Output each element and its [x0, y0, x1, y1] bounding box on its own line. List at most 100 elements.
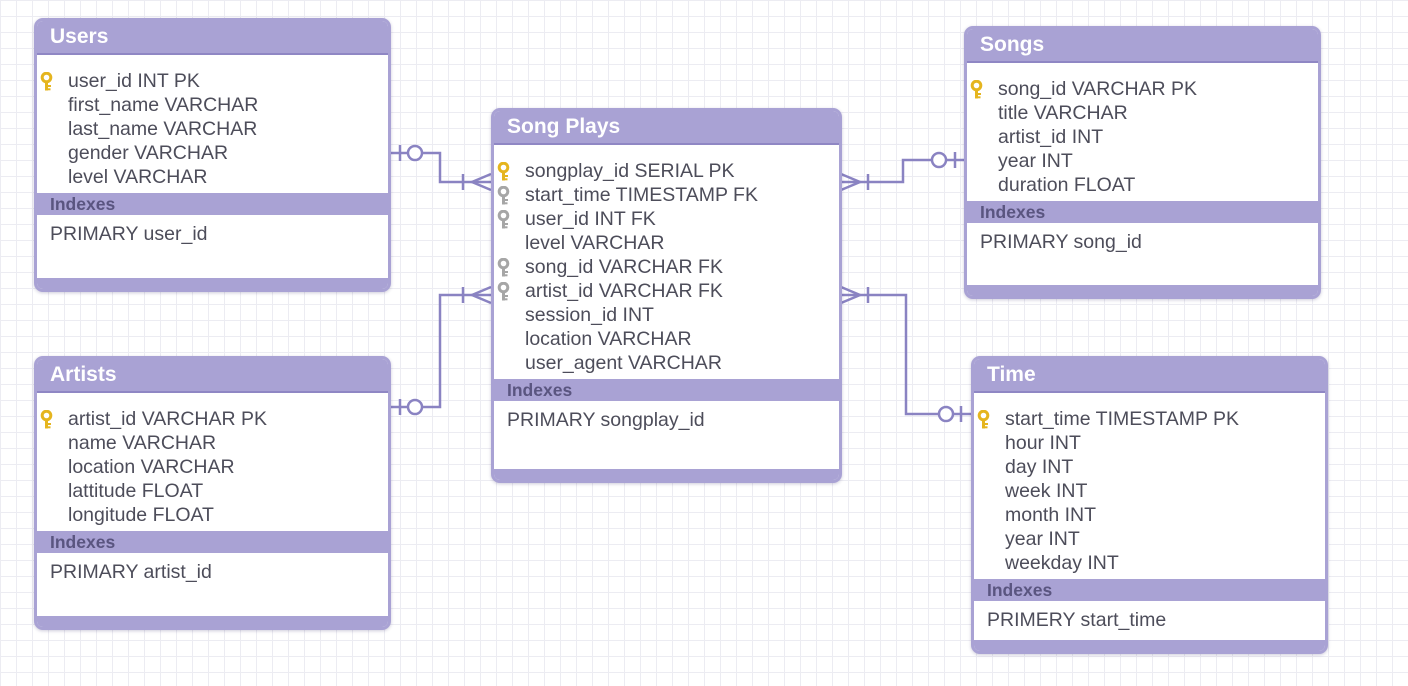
column-row[interactable]: start_time TIMESTAMP FK: [494, 183, 839, 207]
column-text: session_id INT: [525, 304, 654, 326]
column-text: hour INT: [1005, 432, 1081, 454]
index-row[interactable]: PRIMERY start_time: [987, 609, 1167, 631]
column-text: level VARCHAR: [525, 232, 665, 254]
column-row[interactable]: session_id INT: [494, 303, 839, 327]
table-title: Songs: [967, 29, 1318, 63]
column-text: day INT: [1005, 456, 1074, 478]
primary-key-icon: [970, 79, 983, 100]
column-text: longitude FLOAT: [68, 504, 214, 526]
column-row[interactable]: last_name VARCHAR: [37, 117, 388, 141]
primary-key-icon: [40, 409, 53, 430]
relationship-artists-songplays[interactable]: [391, 285, 492, 416]
column-text: artist_id VARCHAR FK: [525, 280, 723, 302]
column-text: user_agent VARCHAR: [525, 352, 722, 374]
indexes-header: Indexes: [974, 579, 1325, 601]
index-row[interactable]: PRIMARY user_id: [50, 223, 208, 245]
column-row[interactable]: start_time TIMESTAMP PK: [974, 407, 1325, 431]
column-text: title VARCHAR: [998, 102, 1128, 124]
column-row[interactable]: duration FLOAT: [967, 173, 1318, 197]
foreign-key-icon: [497, 209, 510, 230]
column-text: lattitude FLOAT: [68, 480, 204, 502]
relationship-songs-songplays[interactable]: [840, 151, 964, 192]
indexes-header: Indexes: [37, 531, 388, 553]
column-row[interactable]: gender VARCHAR: [37, 141, 388, 165]
column-text: song_id VARCHAR FK: [525, 256, 723, 278]
column-text: level VARCHAR: [68, 166, 208, 188]
column-row[interactable]: artist_id VARCHAR PK: [37, 407, 388, 431]
relationship-time-songplays[interactable]: [840, 285, 971, 423]
column-text: start_time TIMESTAMP PK: [1005, 408, 1240, 430]
column-text: year INT: [1005, 528, 1080, 550]
column-row[interactable]: year INT: [974, 527, 1325, 551]
column-text: first_name VARCHAR: [68, 94, 259, 116]
column-row[interactable]: week INT: [974, 479, 1325, 503]
index-row[interactable]: PRIMARY songplay_id: [507, 409, 705, 431]
foreign-key-icon: [497, 257, 510, 278]
table-title: Time: [974, 359, 1325, 393]
column-row[interactable]: song_id VARCHAR FK: [494, 255, 839, 279]
column-row[interactable]: first_name VARCHAR: [37, 93, 388, 117]
column-text: gender VARCHAR: [68, 142, 229, 164]
table-footer: [494, 469, 839, 480]
column-text: month INT: [1005, 504, 1097, 526]
column-row[interactable]: weekday INT: [974, 551, 1325, 575]
primary-key-icon: [497, 161, 510, 182]
indexes-header: Indexes: [37, 193, 388, 215]
column-text: week INT: [1005, 480, 1088, 502]
column-row[interactable]: user_id INT FK: [494, 207, 839, 231]
column-row[interactable]: location VARCHAR: [37, 455, 388, 479]
table-title: Users: [37, 21, 388, 55]
column-row[interactable]: level VARCHAR: [494, 231, 839, 255]
column-text: user_id INT PK: [68, 70, 200, 92]
column-row[interactable]: title VARCHAR: [967, 101, 1318, 125]
column-text: location VARCHAR: [525, 328, 692, 350]
column-text: songplay_id SERIAL PK: [525, 160, 735, 182]
column-row[interactable]: user_id INT PK: [37, 69, 388, 93]
column-text: last_name VARCHAR: [68, 118, 258, 140]
column-text: weekday INT: [1005, 552, 1119, 574]
column-row[interactable]: year INT: [967, 149, 1318, 173]
column-row[interactable]: location VARCHAR: [494, 327, 839, 351]
column-row[interactable]: artist_id INT: [967, 125, 1318, 149]
column-row[interactable]: artist_id VARCHAR FK: [494, 279, 839, 303]
column-row[interactable]: level VARCHAR: [37, 165, 388, 189]
primary-key-icon: [40, 71, 53, 92]
table-footer: [974, 640, 1325, 651]
relationship-users-songplays[interactable]: [391, 144, 492, 192]
column-row[interactable]: name VARCHAR: [37, 431, 388, 455]
table-footer: [37, 616, 388, 627]
table-footer: [967, 285, 1318, 296]
column-text: year INT: [998, 150, 1073, 172]
column-text: name VARCHAR: [68, 432, 217, 454]
column-text: location VARCHAR: [68, 456, 235, 478]
column-text: start_time TIMESTAMP FK: [525, 184, 758, 206]
column-row[interactable]: song_id VARCHAR PK: [967, 77, 1318, 101]
foreign-key-icon: [497, 281, 510, 302]
column-row[interactable]: songplay_id SERIAL PK: [494, 159, 839, 183]
index-row[interactable]: PRIMARY song_id: [980, 231, 1142, 253]
column-text: user_id INT FK: [525, 208, 656, 230]
indexes-header: Indexes: [494, 379, 839, 401]
index-row[interactable]: PRIMARY artist_id: [50, 561, 212, 583]
column-text: artist_id VARCHAR PK: [68, 408, 268, 430]
table-footer: [37, 278, 388, 289]
foreign-key-icon: [497, 185, 510, 206]
column-text: duration FLOAT: [998, 174, 1136, 196]
column-row[interactable]: longitude FLOAT: [37, 503, 388, 527]
table-title: Artists: [37, 359, 388, 393]
column-text: artist_id INT: [998, 126, 1104, 148]
table-title: Song Plays: [494, 111, 839, 145]
column-row[interactable]: month INT: [974, 503, 1325, 527]
column-text: song_id VARCHAR PK: [998, 78, 1198, 100]
column-row[interactable]: user_agent VARCHAR: [494, 351, 839, 375]
column-row[interactable]: day INT: [974, 455, 1325, 479]
column-row[interactable]: lattitude FLOAT: [37, 479, 388, 503]
column-row[interactable]: hour INT: [974, 431, 1325, 455]
primary-key-icon: [977, 409, 990, 430]
